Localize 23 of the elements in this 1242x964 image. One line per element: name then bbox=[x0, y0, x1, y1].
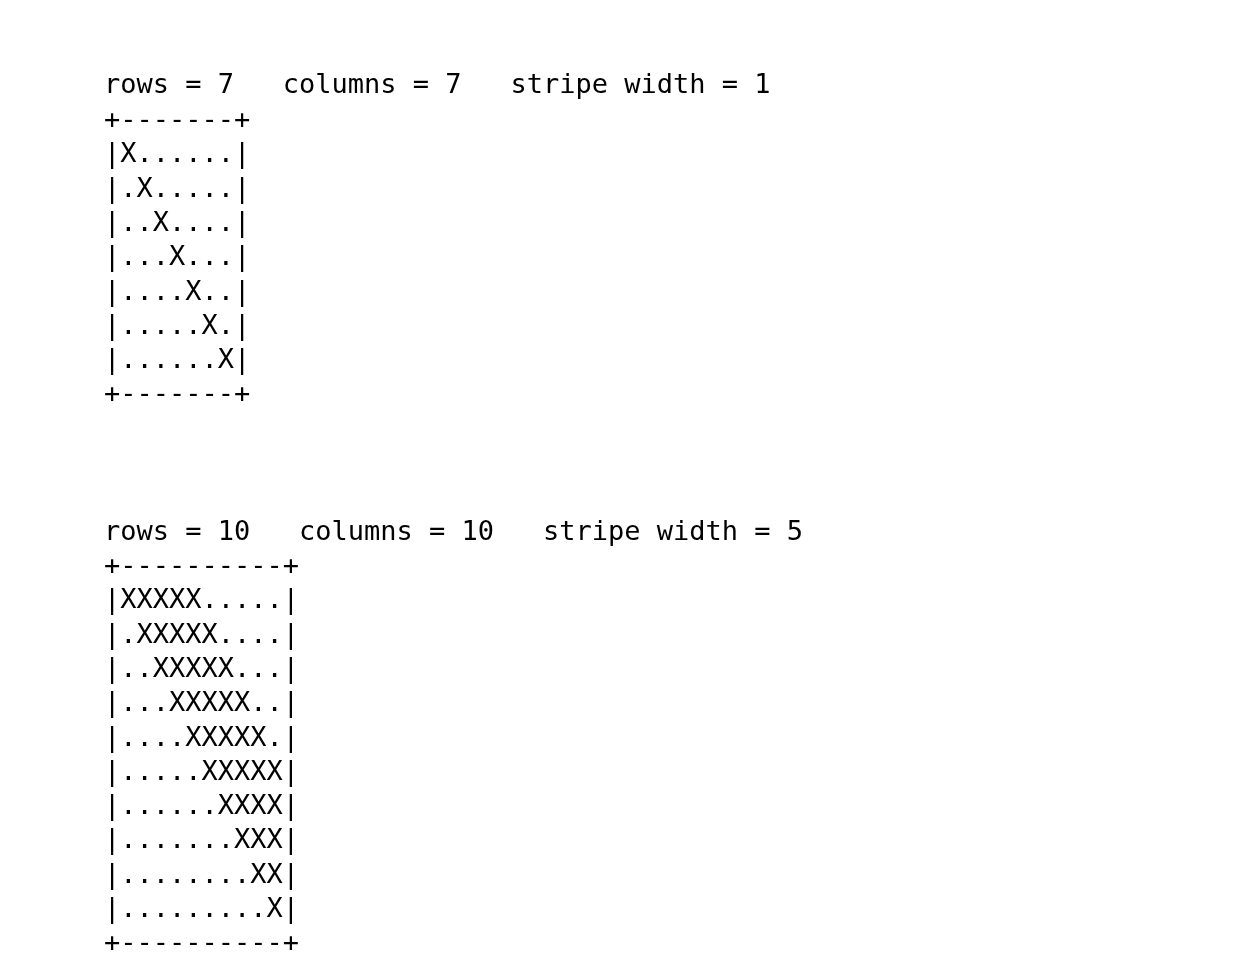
grid-row: |...XXXXX..| bbox=[104, 686, 300, 719]
grid-row: |.........X| bbox=[104, 892, 300, 924]
parameter-line: rows = 7 columns = 7 stripe width = 1 bbox=[104, 68, 771, 100]
grid-row: |.......XXX| bbox=[104, 823, 300, 856]
grid-row: |..XXXXX...| bbox=[104, 651, 300, 684]
grid-row: |....XXXXX.| bbox=[104, 720, 300, 753]
grid-row: |.X.....| bbox=[104, 171, 251, 204]
grid-row: |XXXXX.....| bbox=[104, 583, 300, 616]
grid-row: |......X| bbox=[104, 343, 251, 376]
grid-row: |........XX| bbox=[104, 857, 300, 890]
grid-border-line: +-------+ bbox=[104, 377, 251, 410]
grid-row: |.....X.| bbox=[104, 308, 251, 341]
grid-row: |.XXXXX....| bbox=[104, 617, 300, 650]
grid-row: |...X...| bbox=[104, 240, 251, 273]
parameter-line: rows = 10 columns = 10 stripe width = 5 bbox=[104, 515, 803, 547]
grid-border-line: +-------+ bbox=[104, 103, 251, 135]
grid-row: |X......| bbox=[104, 137, 251, 170]
grid-row: |.....XXXXX| bbox=[104, 754, 300, 787]
grid-row: |....X..| bbox=[104, 274, 251, 307]
grid-border-line: +----------+ bbox=[104, 549, 300, 581]
grid-row: |..X....| bbox=[104, 205, 251, 238]
grid-row: |......XXXX| bbox=[104, 789, 300, 822]
grid-border-line: +----------+ bbox=[104, 926, 300, 959]
